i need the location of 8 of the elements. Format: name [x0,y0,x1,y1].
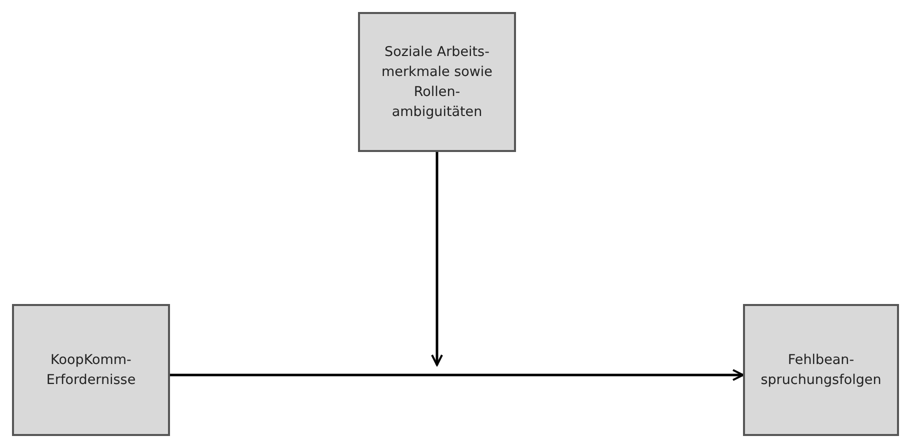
variable-box [12,304,170,436]
box-label: KoopKomm- Erfordernisse [45,350,137,390]
variable-box [743,304,899,436]
box-label: Fehlbean- spruchungsfolgen [760,350,882,390]
arrow [431,152,443,366]
box-label: Soziale Arbeits- merkmale sowie Rollen- ambiguitäten [380,42,494,122]
arrow [170,369,744,381]
variable-box [358,12,516,152]
